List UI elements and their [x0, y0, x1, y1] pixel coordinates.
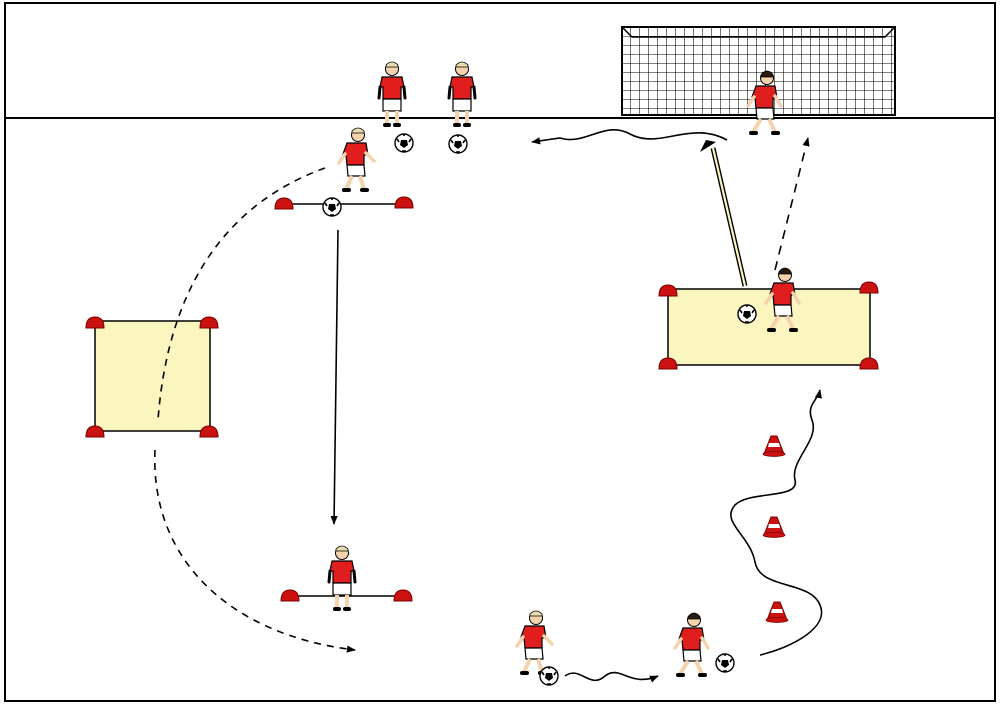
ball-icon — [737, 304, 757, 324]
cone-icon — [394, 196, 414, 209]
arrow-icon — [700, 140, 748, 287]
ball-icon — [448, 134, 468, 154]
arrow-icon — [154, 449, 356, 653]
cone-icon — [658, 284, 678, 297]
cone-icon — [859, 281, 879, 294]
cone-icon — [393, 589, 413, 602]
arrow-icon — [730, 389, 823, 656]
ball-icon — [394, 133, 414, 153]
arrow-icon — [330, 229, 339, 525]
arrow-icon — [157, 167, 326, 421]
ball-icon — [322, 197, 342, 217]
cone-icon — [85, 316, 105, 329]
arrow-icon — [531, 129, 728, 145]
cone-icon — [658, 357, 678, 370]
zone-left — [85, 316, 219, 438]
cone-icon — [85, 425, 105, 438]
cone-icon — [859, 357, 879, 370]
ball-icon — [715, 653, 735, 673]
zone-right — [658, 281, 879, 370]
ball-icon — [539, 666, 559, 686]
arrow-icon — [564, 671, 659, 683]
cone-icon — [280, 589, 300, 602]
cone-icon — [199, 316, 219, 329]
gate-top — [274, 196, 414, 210]
cone-icon — [199, 425, 219, 438]
arrow-icon — [774, 137, 810, 271]
cone-icon — [274, 197, 294, 210]
